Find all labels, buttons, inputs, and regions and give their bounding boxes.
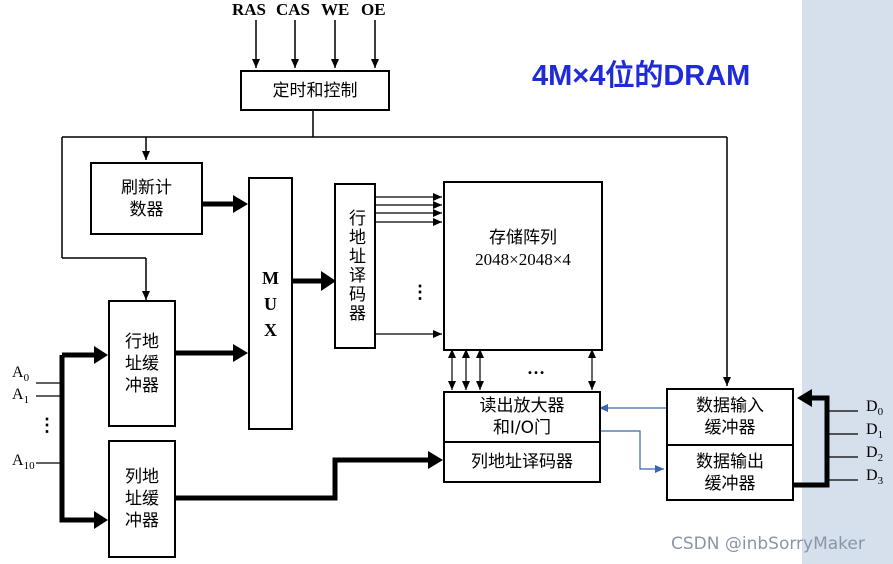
- row-decoder-label: 行地址译码器: [345, 209, 365, 323]
- watermark-text: CSDN @inbSorryMaker: [671, 534, 865, 554]
- col-buffer-line-1: 列地: [125, 467, 159, 487]
- col-buffer-line-3: 冲器: [125, 511, 159, 531]
- refresh-counter-block: 刷新计 数器: [90, 162, 203, 235]
- mux-letter-x: X: [264, 319, 277, 340]
- control-signal-arrows: [252, 20, 379, 68]
- pin-d0-subscript: 0: [877, 406, 884, 419]
- pin-d2-subscript: 2: [877, 452, 884, 465]
- pin-a1-label: A1: [12, 386, 30, 407]
- sense-amp-line-1: 读出放大器: [479, 396, 565, 416]
- memory-array-block: 存储阵列 2048×2048×4: [443, 181, 603, 351]
- column-lines-ellipsis: …: [527, 358, 545, 378]
- col-buffer-line-2: 址缓: [125, 489, 159, 509]
- column-address-buffer-block: 列地 址缓 冲器: [108, 440, 176, 558]
- control-bus: [61, 110, 731, 386]
- memory-array-size: 2048×2048×4: [475, 250, 571, 269]
- pin-d3-label: D3: [866, 467, 884, 488]
- refresh-counter-line-1: 刷新计: [121, 177, 172, 198]
- pin-a10-subscript: 10: [23, 460, 35, 473]
- row-decoder-block: 行地址译码器: [334, 183, 376, 349]
- data-output-buffer-block: 数据输出 缓冲器: [666, 444, 794, 501]
- pin-a10-label: A10: [12, 452, 35, 473]
- pin-d1-label: D1: [866, 421, 884, 442]
- pin-d1-subscript: 1: [877, 429, 884, 442]
- pin-a0-label: A0: [12, 364, 30, 385]
- row-address-buffer-block: 行地 址缓 冲器: [108, 300, 176, 427]
- sense-amp-line-2: 和I/O门: [492, 418, 552, 438]
- data-in-line-2: 缓冲器: [704, 418, 756, 438]
- row-buffer-line-3: 冲器: [125, 375, 159, 396]
- sense-amplifier-block: 读出放大器 和I/O门: [443, 391, 601, 443]
- signal-cas-label: CAS: [276, 0, 311, 19]
- io-data-lines: [599, 404, 666, 473]
- bit-lines: [448, 349, 596, 390]
- row-select-lines: [375, 193, 442, 338]
- pin-d2-label: D2: [866, 444, 884, 465]
- timing-control-block: 定时和控制: [240, 70, 390, 111]
- column-decoder-label: 列地址译码器: [471, 452, 573, 472]
- thick-buses: [59, 201, 830, 523]
- pin-a1-subscript: 1: [23, 394, 30, 407]
- signal-oe-label: OE: [361, 0, 386, 19]
- side-panel: [802, 0, 893, 564]
- column-decoder-block: 列地址译码器: [443, 441, 601, 483]
- data-in-line-1: 数据输入: [696, 396, 764, 416]
- pin-d3-subscript: 3: [877, 475, 884, 488]
- row-lines-ellipsis: ⋮: [411, 282, 429, 302]
- thick-bus-heads: [94, 195, 812, 529]
- memory-array-label: 存储阵列: [489, 228, 557, 248]
- data-out-line-2: 缓冲器: [704, 473, 756, 494]
- mux-block: M U X: [248, 177, 293, 430]
- row-buffer-line-2: 址缓: [125, 353, 159, 374]
- signal-we-label: WE: [321, 0, 350, 19]
- pin-lines: [36, 382, 858, 481]
- address-pins-ellipsis: ⋮: [38, 415, 56, 435]
- mux-letter-m: M: [262, 267, 279, 288]
- data-input-buffer-block: 数据输入 缓冲器: [666, 388, 794, 446]
- refresh-counter-line-2: 数器: [129, 199, 164, 220]
- pin-a0-subscript: 0: [23, 372, 30, 385]
- row-buffer-line-1: 行地: [125, 331, 159, 352]
- signal-ras-label: RAS: [232, 0, 267, 19]
- data-out-line-1: 数据输出: [696, 451, 764, 472]
- pin-d0-label: D0: [866, 398, 884, 419]
- diagram-title: 4M×4位的DRAM: [532, 60, 751, 92]
- mux-letter-u: U: [264, 293, 277, 314]
- timing-control-label: 定时和控制: [272, 80, 358, 101]
